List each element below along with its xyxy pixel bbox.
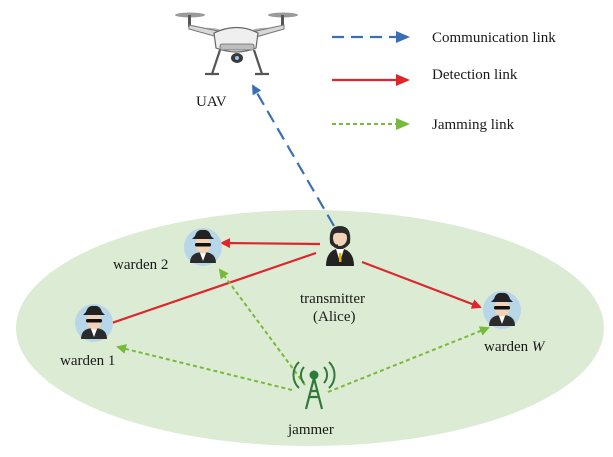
legend-detection-label: Detection link [432,67,518,83]
legend: Communication link Detection link Jammin… [332,30,556,133]
uav-icon [175,12,298,76]
warden-w-label: warden W [484,339,546,355]
links [101,84,490,393]
jammer-label: jammer [287,422,334,438]
coverage-area [16,210,604,446]
legend-detection-arrowhead [396,74,410,86]
transmitter-label: transmitter [300,291,365,307]
detection-link-warden-w [361,260,482,309]
warden-1-label: warden 1 [60,353,115,369]
legend-communication-label: Communication link [432,30,556,46]
warden-1-icon [75,304,113,342]
warden-w-label-variable: W [532,339,546,355]
warden-2-label: warden 2 [113,257,168,273]
legend-jamming-arrowhead [396,118,410,130]
warden-w-label-prefix: warden [484,339,532,355]
jammer-icon [292,361,336,410]
uav-label: UAV [196,94,227,110]
detection-link-warden-2 [220,238,321,249]
warden-2-icon [184,228,222,266]
legend-communication-arrowhead [396,31,410,43]
transmitter-subtitle: (Alice) [313,309,355,325]
detection-link-warden-1 [101,251,317,329]
jamming-link-warden-1 [116,344,293,391]
jamming-link-warden-w [327,326,490,393]
jamming-link-warden-2 [218,268,306,386]
warden-w-icon [483,291,521,329]
transmitter-icon [326,226,354,266]
communication-link [251,84,335,227]
legend-jamming-label: Jamming link [432,117,515,133]
